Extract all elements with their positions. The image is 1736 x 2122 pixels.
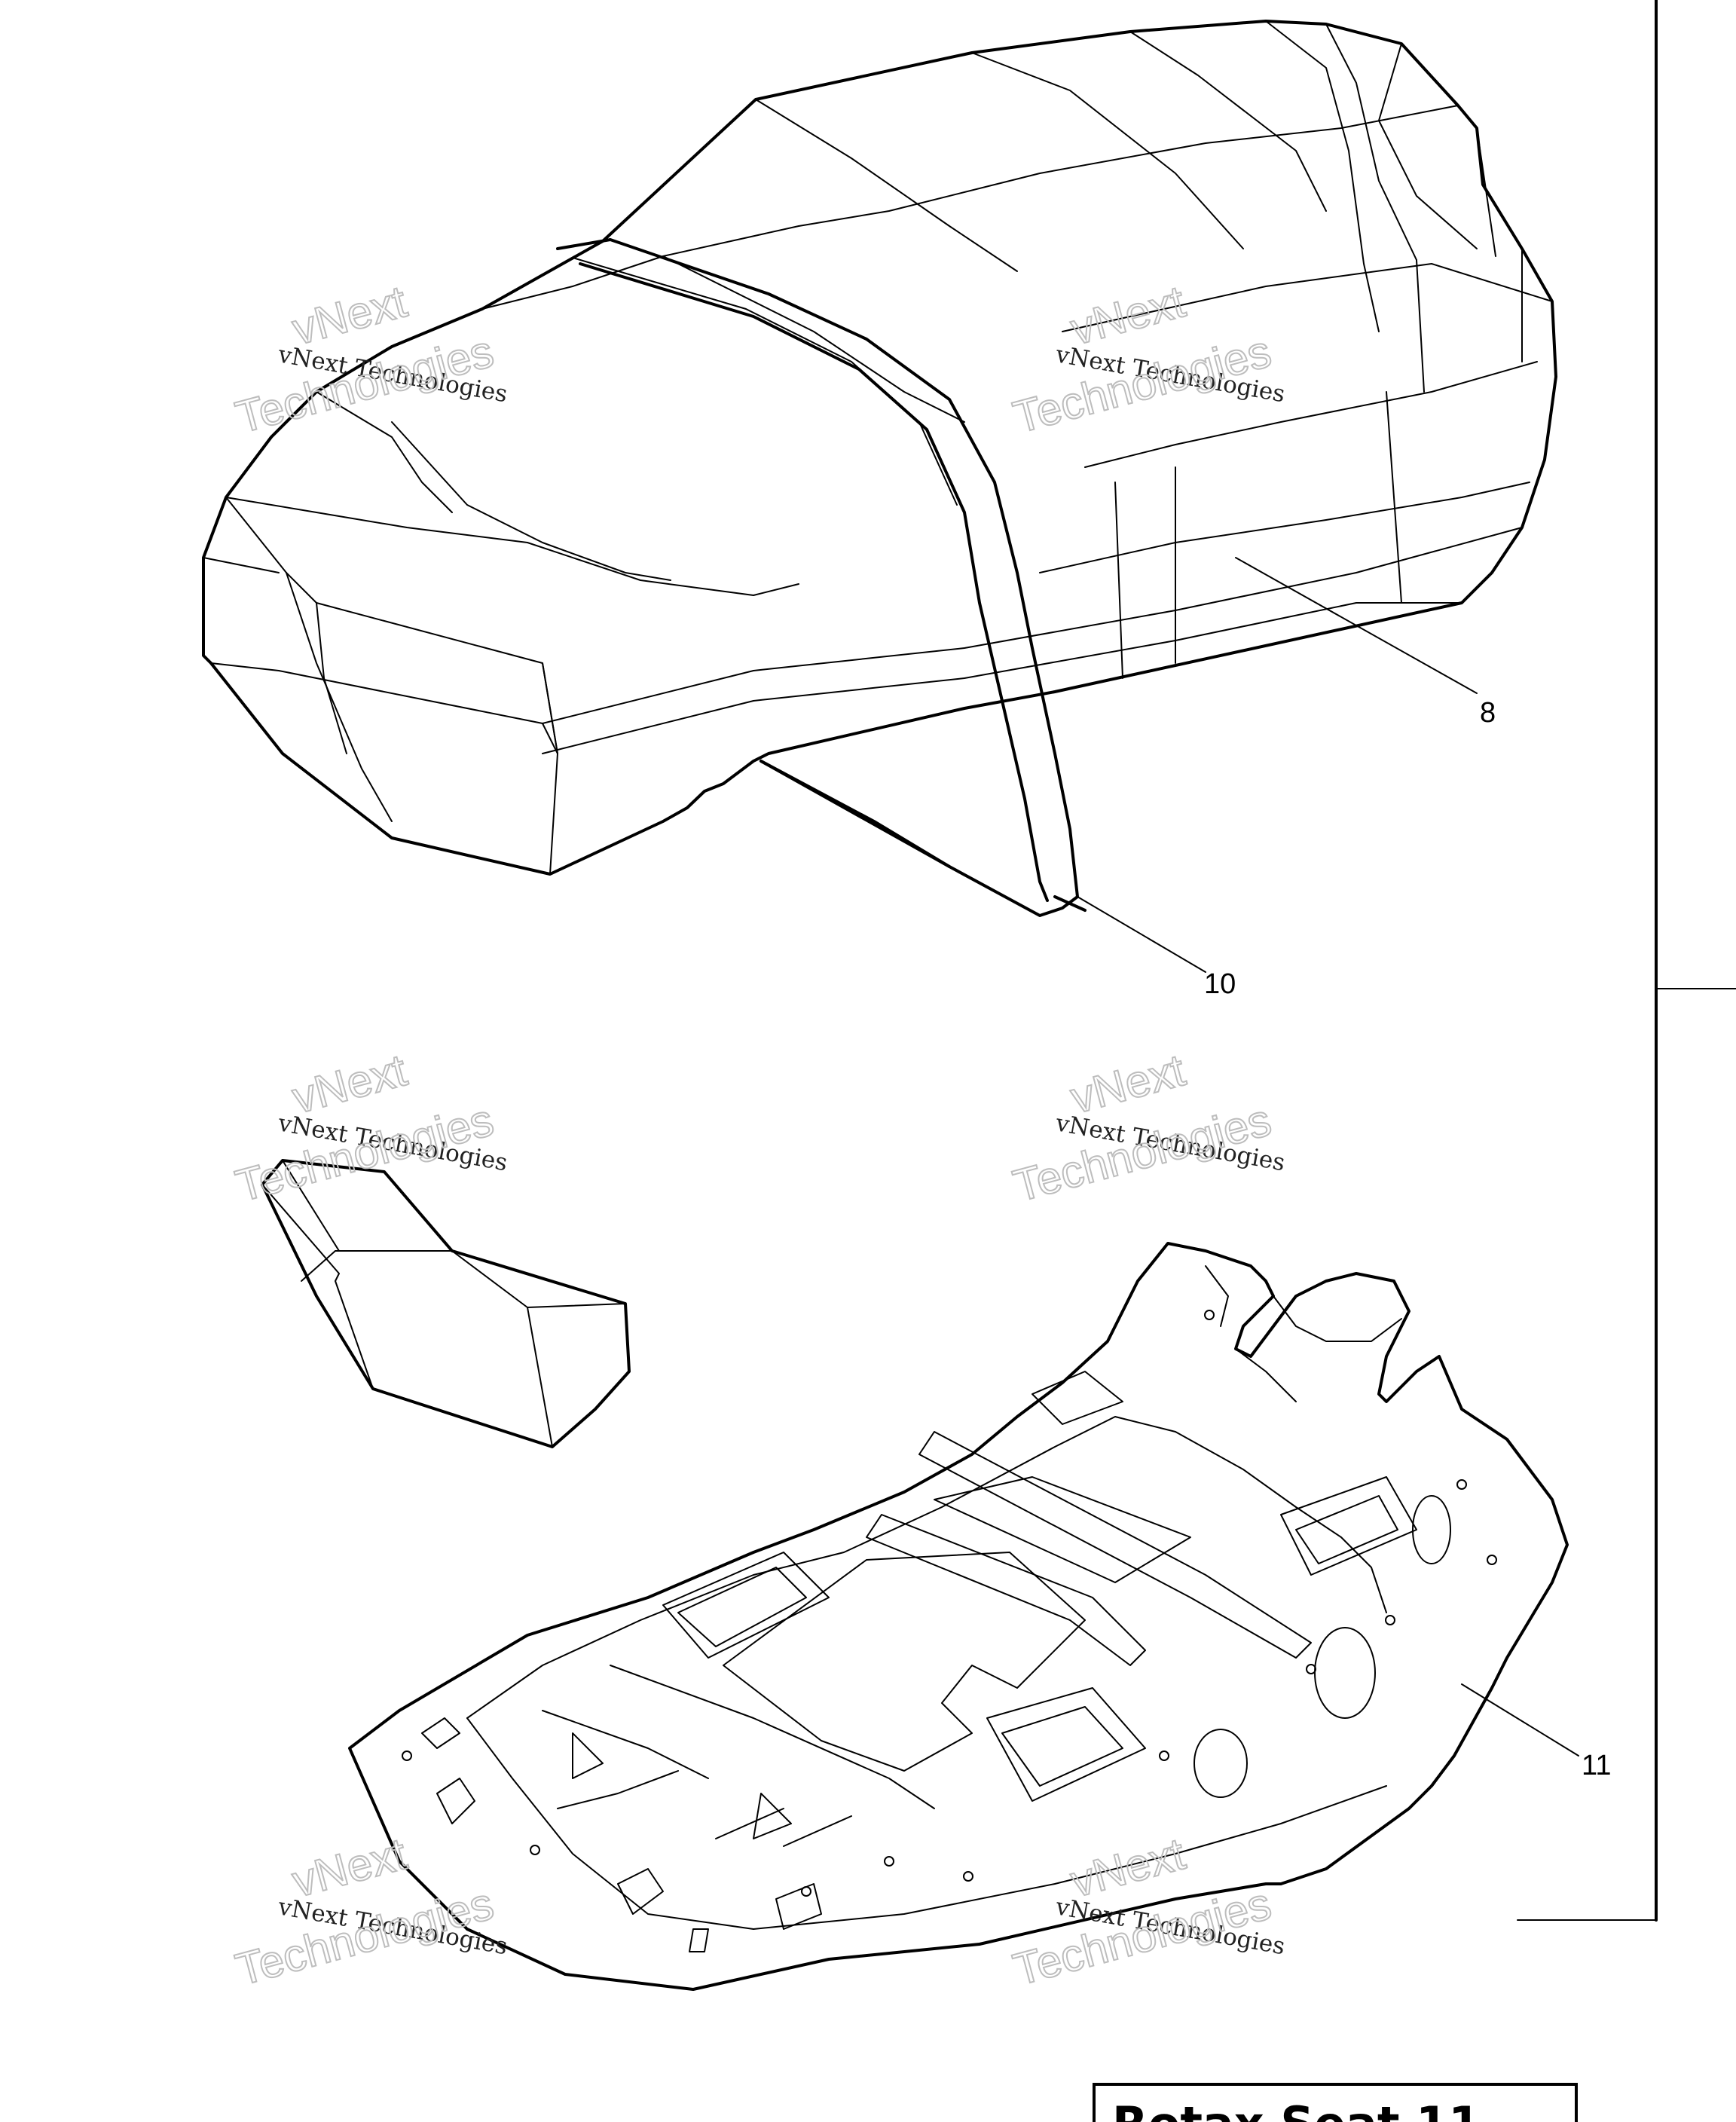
callout-8: 8 [1480, 697, 1496, 729]
svg-text:Rotax Seat 11: Rotax Seat 11 [1112, 2096, 1481, 2122]
svg-text:vNext: vNext [1065, 1044, 1190, 1123]
foam-block [261, 1159, 631, 1448]
svg-text:vNext: vNext [287, 1044, 412, 1123]
callout-10: 10 [1204, 968, 1236, 1000]
leader-10 [1077, 896, 1206, 973]
page-frame [1517, 0, 1736, 1922]
leader-8 [1235, 557, 1478, 694]
title-stamp: Rotax Seat 11 [1093, 2083, 1578, 2122]
watermark-4: vNext Technologies vNext Technologies [1007, 1044, 1287, 1212]
svg-text:Technologies: Technologies [1008, 1094, 1276, 1211]
svg-text:Technologies: Technologies [231, 1878, 499, 1995]
seat-part [202, 20, 1557, 973]
svg-text:vNext: vNext [287, 1828, 412, 1906]
strap-part [556, 238, 1087, 917]
leader-11 [1461, 1683, 1579, 1757]
seat-base-part [348, 1242, 1579, 1991]
svg-text:vNext: vNext [287, 276, 412, 354]
callout-11: 11 [1582, 1750, 1611, 1781]
